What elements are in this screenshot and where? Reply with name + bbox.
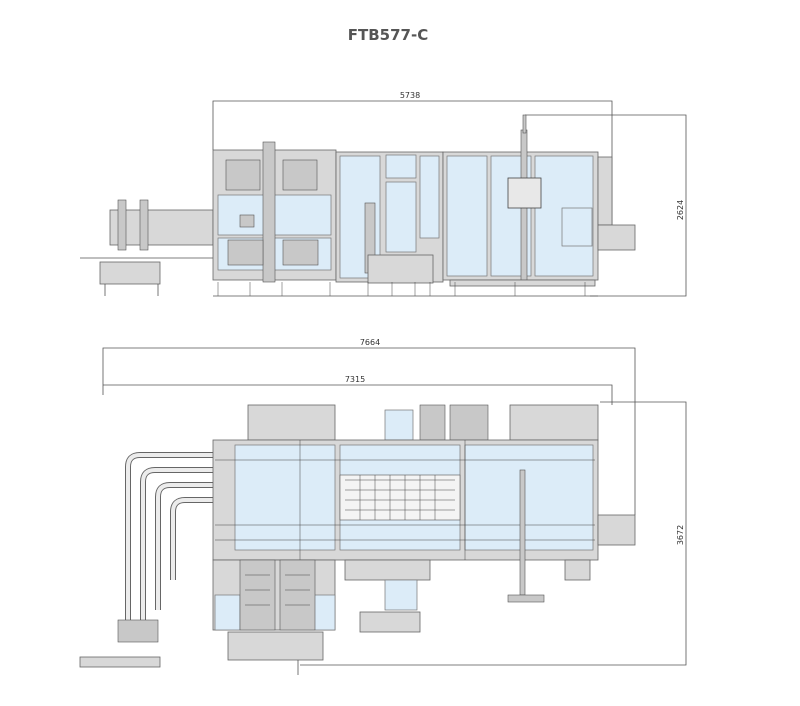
infeed-conveyor-top xyxy=(79,452,250,668)
dimension-overall-length: 7664 xyxy=(102,338,636,515)
top-module-right xyxy=(509,404,599,441)
dimension-length-top: 7315 xyxy=(103,375,613,405)
dim-label-2624: 2624 xyxy=(676,200,685,220)
top-module-left xyxy=(247,404,336,441)
machine-feet-side xyxy=(213,282,598,297)
dimension-height-side: 2624 xyxy=(525,114,687,297)
dimension-width-top: 3672 xyxy=(300,401,687,666)
infeed-conveyor-side xyxy=(80,199,214,296)
top-view: 7664 7315 3672 xyxy=(79,338,687,675)
middle-section-side xyxy=(335,151,444,284)
side-view: 5738 2624 xyxy=(80,91,687,297)
control-section-side xyxy=(442,114,636,287)
forming-section-top xyxy=(212,559,336,675)
dim-label-3672: 3672 xyxy=(676,525,685,545)
hmi-screen xyxy=(507,177,542,209)
dim-label-7664: 7664 xyxy=(360,338,380,347)
dim-label-5738: 5738 xyxy=(400,91,420,100)
main-body-top xyxy=(212,439,636,633)
drawing-title: FTB577-C xyxy=(348,26,428,44)
dim-label-7315: 7315 xyxy=(345,375,365,384)
forming-section-side xyxy=(212,141,337,283)
